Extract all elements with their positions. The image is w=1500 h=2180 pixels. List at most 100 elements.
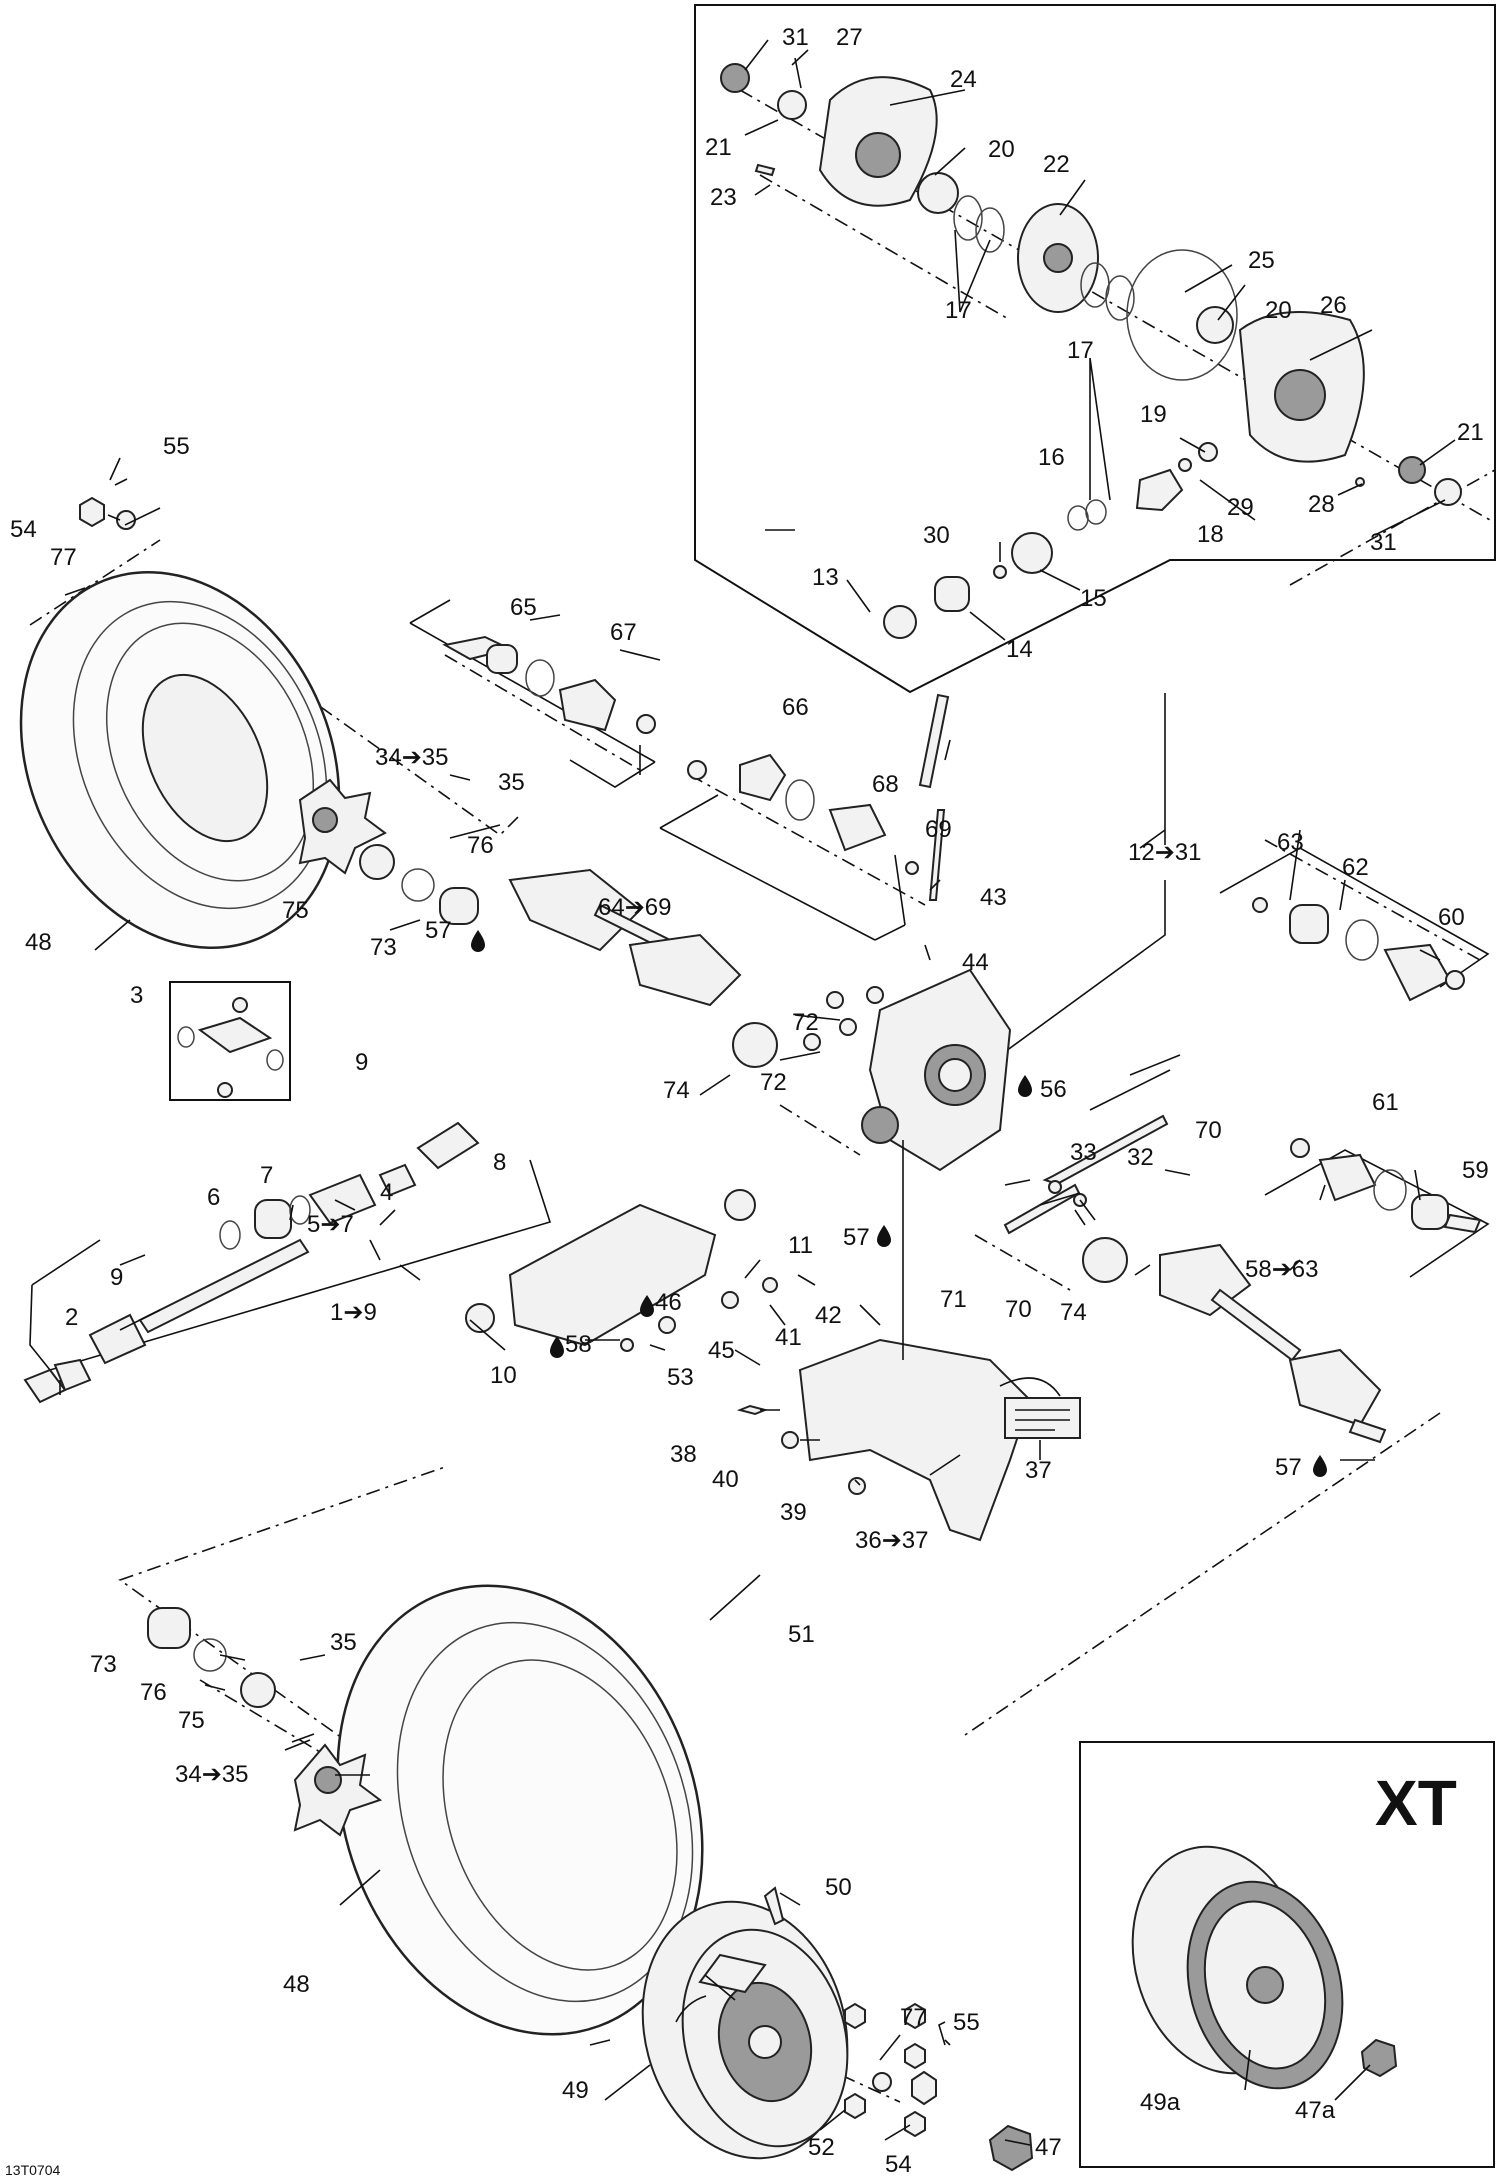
callout-77b: 77 [900, 2004, 927, 2031]
callout-73b: 73 [90, 1651, 117, 1678]
callout-47a: 47a [1295, 2097, 1336, 2124]
callout-30: 30 [923, 522, 950, 549]
callout-27: 27 [836, 24, 863, 51]
callout-57c: 57 [1275, 1454, 1302, 1481]
callout-26: 26 [1320, 292, 1347, 319]
callout-72b: 72 [760, 1069, 787, 1096]
callout-32: 32 [1127, 1144, 1154, 1171]
callout-62: 62 [1342, 854, 1369, 881]
callout-72a: 72 [792, 1009, 819, 1036]
callout-76a: 76 [467, 832, 494, 859]
callout-12: 12➔31 [1128, 839, 1202, 866]
wheel-hub-top [298, 778, 387, 875]
callout-31b: 31 [1370, 529, 1397, 556]
callout-leaders [59, 39, 1456, 2146]
callout-29: 29 [1227, 494, 1254, 521]
u-joint-kit-box [169, 981, 291, 1101]
callout-48a: 48 [25, 929, 52, 956]
left-axle-shaft [508, 868, 778, 1068]
wheel-nuts-bottom [844, 2002, 946, 2138]
callout-41: 41 [775, 1324, 802, 1351]
callout-37: 37 [1025, 1457, 1052, 1484]
callout-9a: 9 [355, 1049, 368, 1076]
callout-39: 39 [780, 1499, 807, 1526]
callout-2: 2 [65, 1304, 78, 1331]
group-right-outer-joint [1219, 847, 1490, 988]
u-joint-kit-parts [177, 997, 284, 1098]
xt-cap-47a [1360, 2038, 1398, 2078]
callout-73a: 73 [370, 934, 397, 961]
rear-tire-bottom [336, 1584, 704, 2036]
callout-9b: 9 [110, 1264, 123, 1291]
callout-4: 4 [380, 1179, 393, 1206]
callout-34b: 34➔35 [175, 1761, 249, 1788]
callout-75a: 75 [282, 897, 309, 924]
callout-71: 71 [940, 1286, 967, 1313]
hub-flange-bottom [291, 1733, 383, 1837]
callout-54a: 54 [10, 516, 37, 543]
callout-60: 60 [1438, 904, 1465, 931]
oil-drop-icons [471, 930, 1327, 1477]
differential-link-line [979, 693, 1166, 1071]
xt-inset-title: XT [1375, 1767, 1457, 1839]
xt-wheel-49a [1131, 1845, 1344, 2090]
callout-75b: 75 [178, 1707, 205, 1734]
callout-13: 13 [812, 564, 839, 591]
output-shaft-11 [465, 1189, 778, 1352]
right-axle-shaft [1082, 1237, 1387, 1444]
callout-16: 16 [1038, 444, 1065, 471]
front-driveshaft [23, 1121, 480, 1404]
callout-70b: 70 [1005, 1296, 1032, 1323]
callout-7: 7 [260, 1162, 273, 1189]
callout-49a: 49a [1140, 2089, 1181, 2116]
callout-63: 63 [1277, 829, 1304, 856]
callout-57b: 57 [843, 1224, 870, 1251]
callout-17b: 17 [1067, 337, 1094, 364]
o-ring-76-top [401, 868, 435, 902]
callout-42: 42 [815, 1302, 842, 1329]
callout-54b: 54 [885, 2151, 912, 2178]
callout-35a: 35 [498, 769, 525, 796]
bearing-73-bottom [147, 1607, 191, 1649]
callout-50: 50 [825, 1874, 852, 1901]
bearing-73-top [439, 887, 479, 925]
callout-43: 43 [980, 884, 1007, 911]
callout-5: 5➔7 [307, 1211, 354, 1238]
callout-38: 38 [670, 1441, 697, 1468]
callout-33: 33 [1070, 1139, 1097, 1166]
callout-45: 45 [708, 1337, 735, 1364]
callout-25: 25 [1248, 247, 1275, 274]
left-drive-shaft-top [442, 635, 919, 875]
callout-74b: 74 [1060, 1299, 1087, 1326]
callout-6: 6 [207, 1184, 220, 1211]
callout-58b: 58 [565, 1331, 592, 1358]
skid-plate-36 [736, 1338, 1032, 1542]
callout-49: 49 [562, 2077, 589, 2104]
callout-14: 14 [1006, 636, 1033, 663]
callout-20a: 20 [988, 136, 1015, 163]
callout-66: 66 [782, 694, 809, 721]
callout-40: 40 [712, 1466, 739, 1493]
xt-inset-frame [1079, 1741, 1495, 2168]
callout-56: 56 [1040, 1076, 1067, 1103]
nut-54-top [79, 478, 136, 530]
callout-77a: 77 [50, 544, 77, 571]
center-cap-47 [988, 2124, 1034, 2172]
callout-21b: 21 [1457, 419, 1484, 446]
rear-tire-top [19, 570, 341, 950]
rear-wheel-axis-top [29, 539, 1071, 1291]
callout-3: 3 [130, 982, 143, 1009]
seal-75-top [359, 844, 395, 880]
shaft-axis [444, 654, 1481, 961]
callout-53: 53 [667, 1364, 694, 1391]
callout-19: 19 [1140, 401, 1167, 428]
callout-55a: 55 [163, 433, 190, 460]
callout-69: 69 [925, 816, 952, 843]
callout-64: 64➔69 [598, 894, 672, 921]
callout-46: 46 [655, 1289, 682, 1316]
warning-label-37 [999, 1377, 1081, 1439]
seal-75-bottom [240, 1672, 276, 1708]
rear-differential-housing [803, 693, 1181, 1235]
callout-10: 10 [490, 1362, 517, 1389]
